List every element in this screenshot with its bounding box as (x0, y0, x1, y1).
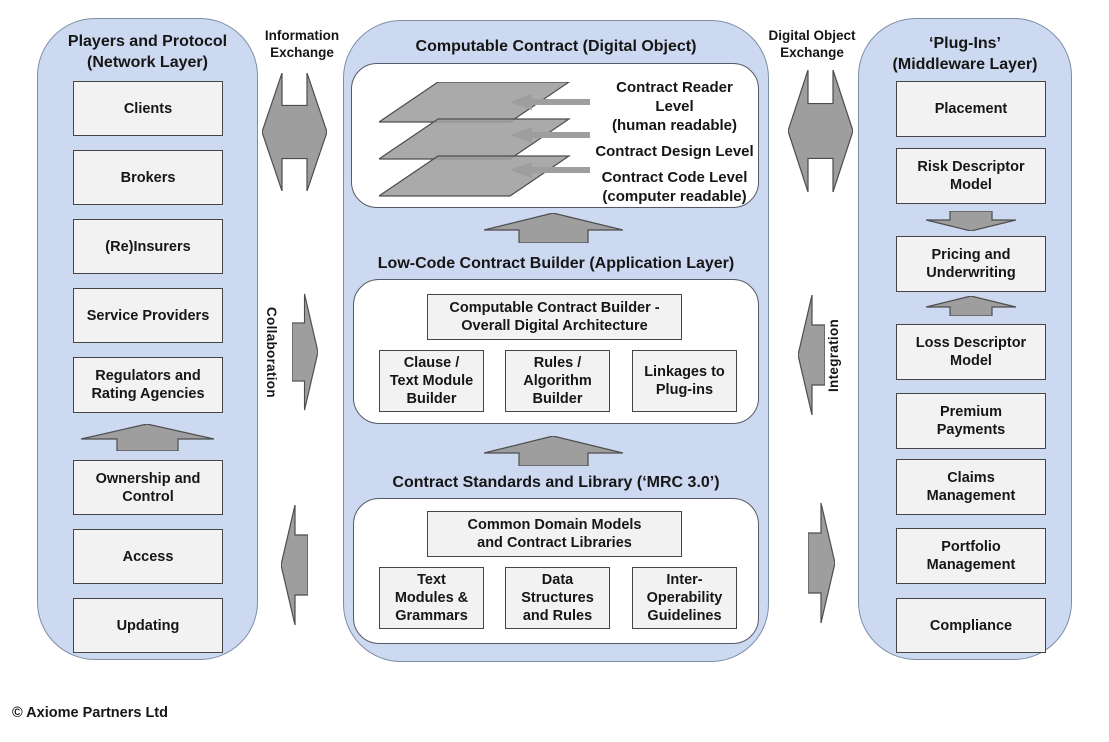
up-arrow-icon (484, 436, 623, 466)
right-item-loss-descriptor: Loss Descriptor Model (896, 324, 1046, 380)
double-arrow-icon (262, 73, 327, 191)
integration-label: Integration (826, 318, 841, 392)
contract-builder-box: Computable Contract Builder - Overall Di… (427, 294, 682, 340)
layer-label-design: Contract Design Level (595, 143, 754, 160)
left-item-service-providers: Service Providers (73, 288, 223, 343)
standards-title: Contract Standards and Library (‘MRC 3.0… (392, 474, 720, 491)
right-item-compliance: Compliance (896, 598, 1046, 653)
network-layer-column: Players and Protocol (Network Layer) Cli… (37, 18, 258, 660)
right-item-portfolio: Portfolio Management (896, 528, 1046, 584)
clause-builder-box: Clause / Text Module Builder (379, 350, 484, 412)
rules-builder-box: Rules / Algorithm Builder (505, 350, 610, 412)
standards-panel: Common Domain Models and Contract Librar… (353, 498, 759, 644)
layers-icon (379, 82, 590, 197)
right-item-claims: Claims Management (896, 459, 1046, 515)
left-arrow-icon (798, 294, 825, 416)
layer-labels: Contract Reader Level (human readable) C… (595, 78, 754, 206)
up-arrow-icon (81, 424, 214, 451)
linkages-box: Linkages to Plug-ins (632, 350, 737, 412)
copyright-text: © Axiome Partners Ltd (12, 705, 168, 721)
information-exchange-label: Information Exchange (264, 28, 340, 60)
left-item-clients: Clients (73, 81, 223, 136)
network-layer-title: Players and Protocol (Network Layer) (67, 33, 228, 71)
digital-object-title: Computable Contract (Digital Object) (415, 38, 697, 55)
middleware-layer-title: ‘Plug-Ins’ (Middleware Layer) (892, 35, 1038, 73)
double-arrow-icon (788, 70, 853, 192)
collaboration-label: Collaboration (264, 306, 279, 398)
left-item-updating: Updating (73, 598, 223, 653)
left-item-regulators: Regulators and Rating Agencies (73, 357, 223, 413)
common-domain-models-box: Common Domain Models and Contract Librar… (427, 511, 682, 557)
left-arrow-icon (281, 504, 308, 626)
down-arrow-icon (926, 211, 1016, 231)
up-arrow-icon (484, 213, 623, 243)
left-item-reinsurers: (Re)Insurers (73, 219, 223, 274)
left-item-access: Access (73, 529, 223, 584)
layer-arrow-icon (510, 94, 590, 178)
data-structures-box: Data Structures and Rules (505, 567, 610, 629)
app-layer-title: Low-Code Contract Builder (Application L… (377, 255, 735, 272)
computable-contract-column: Computable Contract (Digital Object) Con… (343, 20, 769, 662)
right-item-premium-payments: Premium Payments (896, 393, 1046, 449)
app-layer-panel: Computable Contract Builder - Overall Di… (353, 279, 759, 424)
left-item-ownership: Ownership and Control (73, 460, 223, 515)
up-arrow-icon (926, 296, 1016, 316)
layer-label-code: Contract Code Level (computer readable) (601, 169, 748, 205)
right-item-pricing: Pricing and Underwriting (896, 236, 1046, 292)
digital-object-panel: Contract Reader Level (human readable) C… (351, 63, 759, 208)
interoperability-box: Inter- Operability Guidelines (632, 567, 737, 629)
right-arrow-icon (808, 502, 835, 624)
middleware-layer-column: ‘Plug-Ins’ (Middleware Layer) Placement … (858, 18, 1072, 660)
layer-label-reader: Contract Reader Level (human readable) (611, 79, 738, 134)
text-modules-box: Text Modules & Grammars (379, 567, 484, 629)
digital-object-exchange-label: Digital Object Exchange (768, 28, 856, 60)
right-arrow-icon (292, 293, 318, 411)
right-item-placement: Placement (896, 81, 1046, 137)
left-item-brokers: Brokers (73, 150, 223, 205)
right-item-risk-descriptor: Risk Descriptor Model (896, 148, 1046, 204)
